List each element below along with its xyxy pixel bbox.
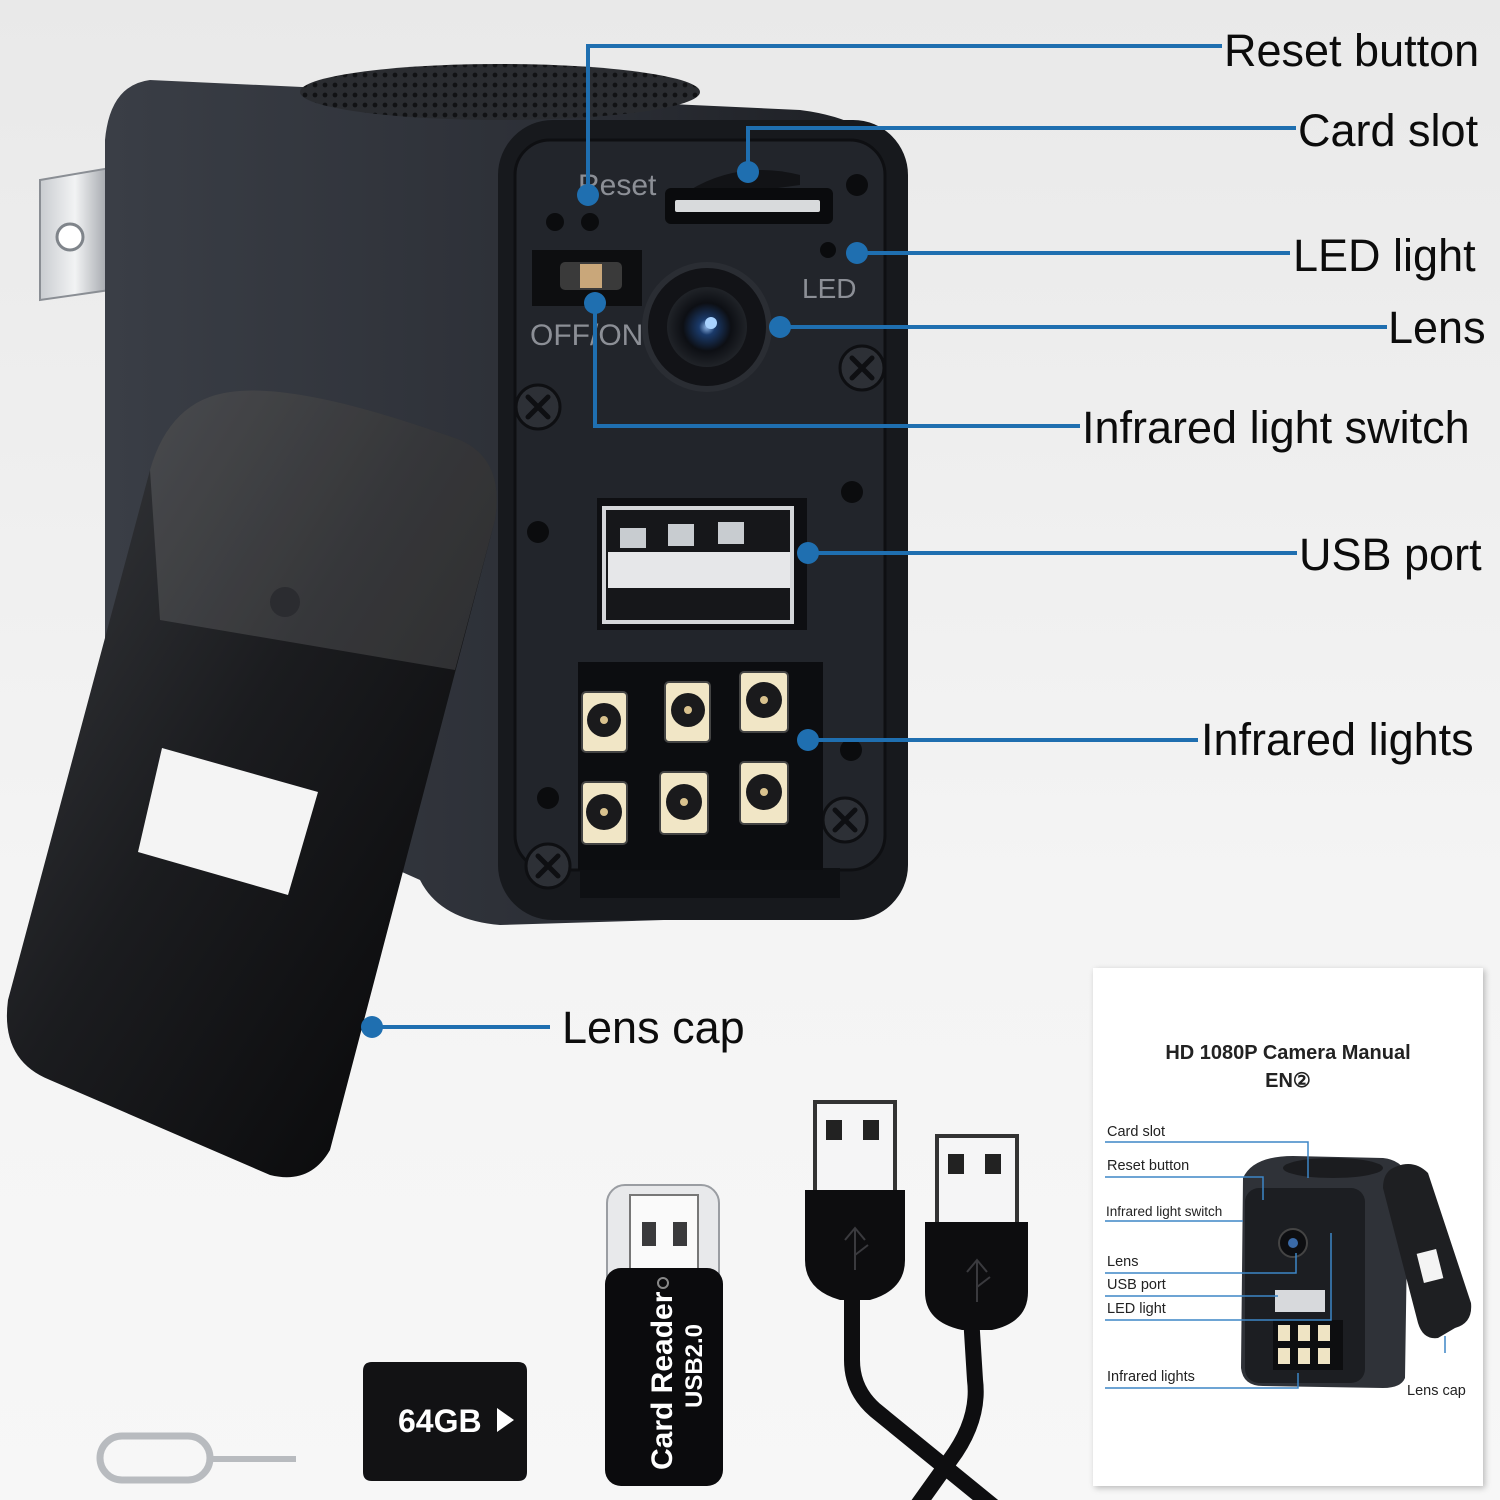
manual-title: HD 1080P Camera Manual [1165, 1042, 1411, 1064]
play-arrow-icon [497, 1408, 514, 1432]
device-label-led: LED [802, 273, 856, 304]
speaker-grill [300, 64, 700, 120]
callout-infrared-light-switch: Infrared light switch [1082, 402, 1470, 453]
manual-label-infrared-light-switch: Infrared light switch [1106, 1204, 1223, 1219]
manual-label-infrared-lights: Infrared lights [1107, 1369, 1195, 1385]
callout-led-light: LED light [1293, 230, 1476, 281]
sim-eject-pin [96, 1432, 296, 1484]
usb-port [597, 498, 807, 630]
callout-card-slot: Card slot [1298, 105, 1479, 156]
card-reader: Card Reader USB2.0 [605, 1184, 723, 1486]
reset-button [581, 213, 599, 231]
led-light [820, 242, 836, 258]
manual-label-usb-port: USB port [1107, 1277, 1166, 1293]
usb-cable [805, 1100, 1028, 1500]
manual-label-reset-button: Reset button [1107, 1158, 1190, 1174]
callout-infrared-lights: Infrared lights [1201, 714, 1474, 765]
manual-device-illustration [1241, 1156, 1472, 1388]
callout-lens-cap: Lens cap [562, 1002, 745, 1053]
lens-cap [6, 390, 497, 1178]
plug-prong [39, 166, 111, 302]
memory-card: 64GB [363, 1362, 527, 1481]
usb-icon [844, 1226, 991, 1302]
callout-reset-button: Reset button [1224, 25, 1480, 76]
manual-label-card-slot: Card slot [1107, 1124, 1166, 1140]
reset-hole [546, 213, 564, 231]
camera-face: Reset LED OFF/ON [514, 169, 886, 890]
card-reader-usb-label: USB2.0 [681, 1324, 708, 1408]
callout-usb-port: USB port [1299, 529, 1482, 580]
memory-card-capacity: 64GB [398, 1403, 482, 1439]
leader-lines [372, 44, 1387, 1029]
callout-lens: Lens [1388, 302, 1486, 353]
device-label-off-on: OFF/ON [530, 319, 643, 352]
infrared-lights [578, 662, 823, 870]
manual-subtitle: EN② [1265, 1070, 1311, 1092]
manual-label-lens-cap: Lens cap [1407, 1383, 1466, 1399]
manual-label-led-light: LED light [1107, 1301, 1166, 1317]
card-reader-label: Card Reader [646, 1291, 679, 1470]
user-manual: HD 1080P Camera Manual EN② Card slot Res [1093, 968, 1483, 1486]
manual-label-lens: Lens [1107, 1254, 1139, 1270]
